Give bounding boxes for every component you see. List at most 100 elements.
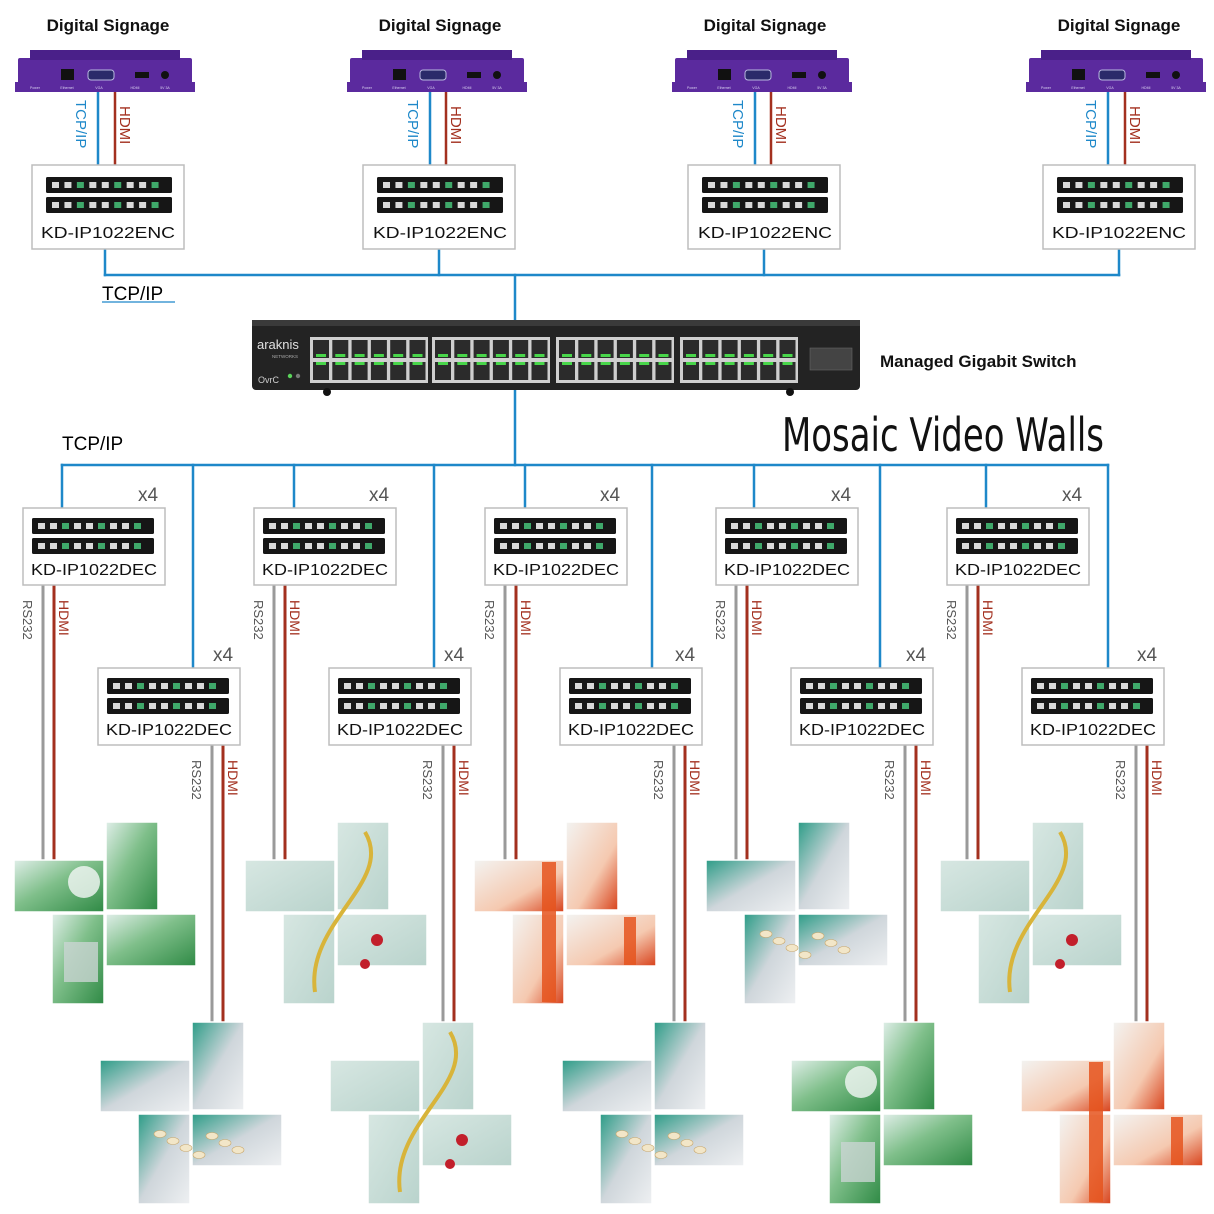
hdmi-cable-label: HDMI — [749, 600, 765, 636]
unit-port — [64, 182, 72, 188]
unit-port — [1037, 683, 1044, 689]
switch-ethernet-port — [597, 362, 614, 380]
unit-port — [635, 683, 642, 689]
rs232-cable-label: RS232 — [944, 600, 959, 640]
signage-mount-ear — [672, 82, 680, 92]
switch-port-led — [412, 354, 423, 357]
rs232-cable-label: RS232 — [20, 600, 35, 640]
video-wall-display — [565, 913, 657, 967]
video-wall-display — [599, 1113, 653, 1205]
unit-port — [380, 683, 387, 689]
hdmi-cable-label: HDMI — [456, 760, 472, 796]
unit-port — [560, 523, 567, 529]
decoder-model-label: KD-IP1022DEC — [106, 722, 232, 739]
managed-gigabit-switch: araknis NETWORKS OvrC — [252, 320, 860, 396]
decoder-unit-bottom — [32, 538, 154, 554]
mosaic-video-wall — [99, 1021, 283, 1205]
unit-port — [395, 202, 403, 208]
signage-port-label: HDMI — [1142, 86, 1151, 90]
unit-port — [708, 202, 715, 208]
signage-port-label: Power — [30, 86, 41, 90]
unit-port — [1100, 182, 1108, 188]
switch-ethernet-port — [435, 362, 451, 380]
unit-port — [659, 703, 666, 709]
sfp-ports — [809, 347, 853, 371]
switch-port-led — [686, 362, 696, 365]
unit-port — [807, 202, 815, 208]
video-wall-display — [939, 859, 1031, 913]
unit-port — [114, 182, 122, 188]
signage-port-label: VGA — [1106, 86, 1114, 90]
unit-port — [1085, 683, 1092, 689]
unit-port — [635, 703, 642, 709]
unit-chassis — [1057, 177, 1183, 193]
signage-port-label: 5V 3A — [1171, 86, 1181, 90]
unit-port — [356, 683, 363, 689]
switch-ethernet-port — [559, 340, 575, 358]
unit-port — [731, 523, 738, 529]
pill-shape — [166, 1137, 180, 1145]
decoder-quantity-badge: x4 — [675, 645, 696, 666]
unit-port — [368, 703, 375, 709]
unit-port — [743, 523, 750, 529]
unit-port — [126, 182, 134, 188]
encoder-unit-bottom — [1057, 197, 1183, 213]
unit-port — [560, 543, 567, 549]
unit-port — [1010, 543, 1017, 549]
unit-port — [209, 683, 216, 689]
unit-port — [878, 683, 885, 689]
test-tube — [542, 862, 556, 1002]
video-wall-display — [705, 859, 797, 913]
hdmi-cable-label: HDMI — [56, 600, 72, 636]
unit-port — [611, 683, 618, 689]
unit-port — [1073, 683, 1080, 689]
hdmi-cable-label: HDMI — [1126, 106, 1143, 144]
stethoscope-tube — [312, 830, 374, 993]
unit-port — [575, 683, 582, 689]
unit-port — [500, 543, 507, 549]
video-wall-display — [105, 913, 197, 967]
encoder-unit-top — [1057, 177, 1183, 193]
vga-port — [1098, 69, 1126, 81]
switch-ethernet-port — [370, 340, 387, 358]
unit-port — [1112, 202, 1120, 208]
unit-port — [757, 202, 765, 208]
unit-port — [173, 683, 180, 689]
unit-port — [599, 703, 606, 709]
unit-port — [365, 543, 372, 549]
unit-port — [353, 543, 360, 549]
vga-port — [744, 69, 772, 81]
unit-port — [151, 182, 159, 188]
signage-mount-ear — [1198, 82, 1206, 92]
switch-port-led — [438, 362, 448, 365]
unit-port — [572, 543, 579, 549]
unit-port — [428, 683, 435, 689]
unit-port — [341, 543, 348, 549]
switch-port-led — [476, 362, 487, 365]
unit-port — [383, 182, 390, 188]
unit-port — [1100, 202, 1108, 208]
pill-shape — [615, 1130, 629, 1138]
switch-ethernet-port — [760, 340, 777, 358]
unit-port — [548, 523, 555, 529]
unit-port — [1121, 703, 1128, 709]
mosaic-video-wall — [329, 1021, 513, 1205]
unit-chassis — [702, 197, 828, 213]
digital-signage-label: Digital Signage — [47, 16, 170, 35]
switch-ethernet-port — [435, 340, 451, 358]
unit-port — [50, 543, 57, 549]
ethernet-port — [61, 69, 74, 80]
unit-port — [173, 703, 180, 709]
video-wall-display — [1058, 1113, 1112, 1205]
unit-port — [149, 683, 156, 689]
unit-port — [962, 543, 969, 549]
switch-port-led — [639, 362, 650, 365]
switch-port-led — [743, 362, 754, 365]
unit-port — [878, 703, 885, 709]
unit-port — [818, 683, 825, 689]
switch-ethernet-port — [332, 362, 349, 380]
unit-port — [584, 543, 591, 549]
switch-ethernet-port — [351, 340, 368, 358]
switch-port-led — [743, 354, 754, 357]
